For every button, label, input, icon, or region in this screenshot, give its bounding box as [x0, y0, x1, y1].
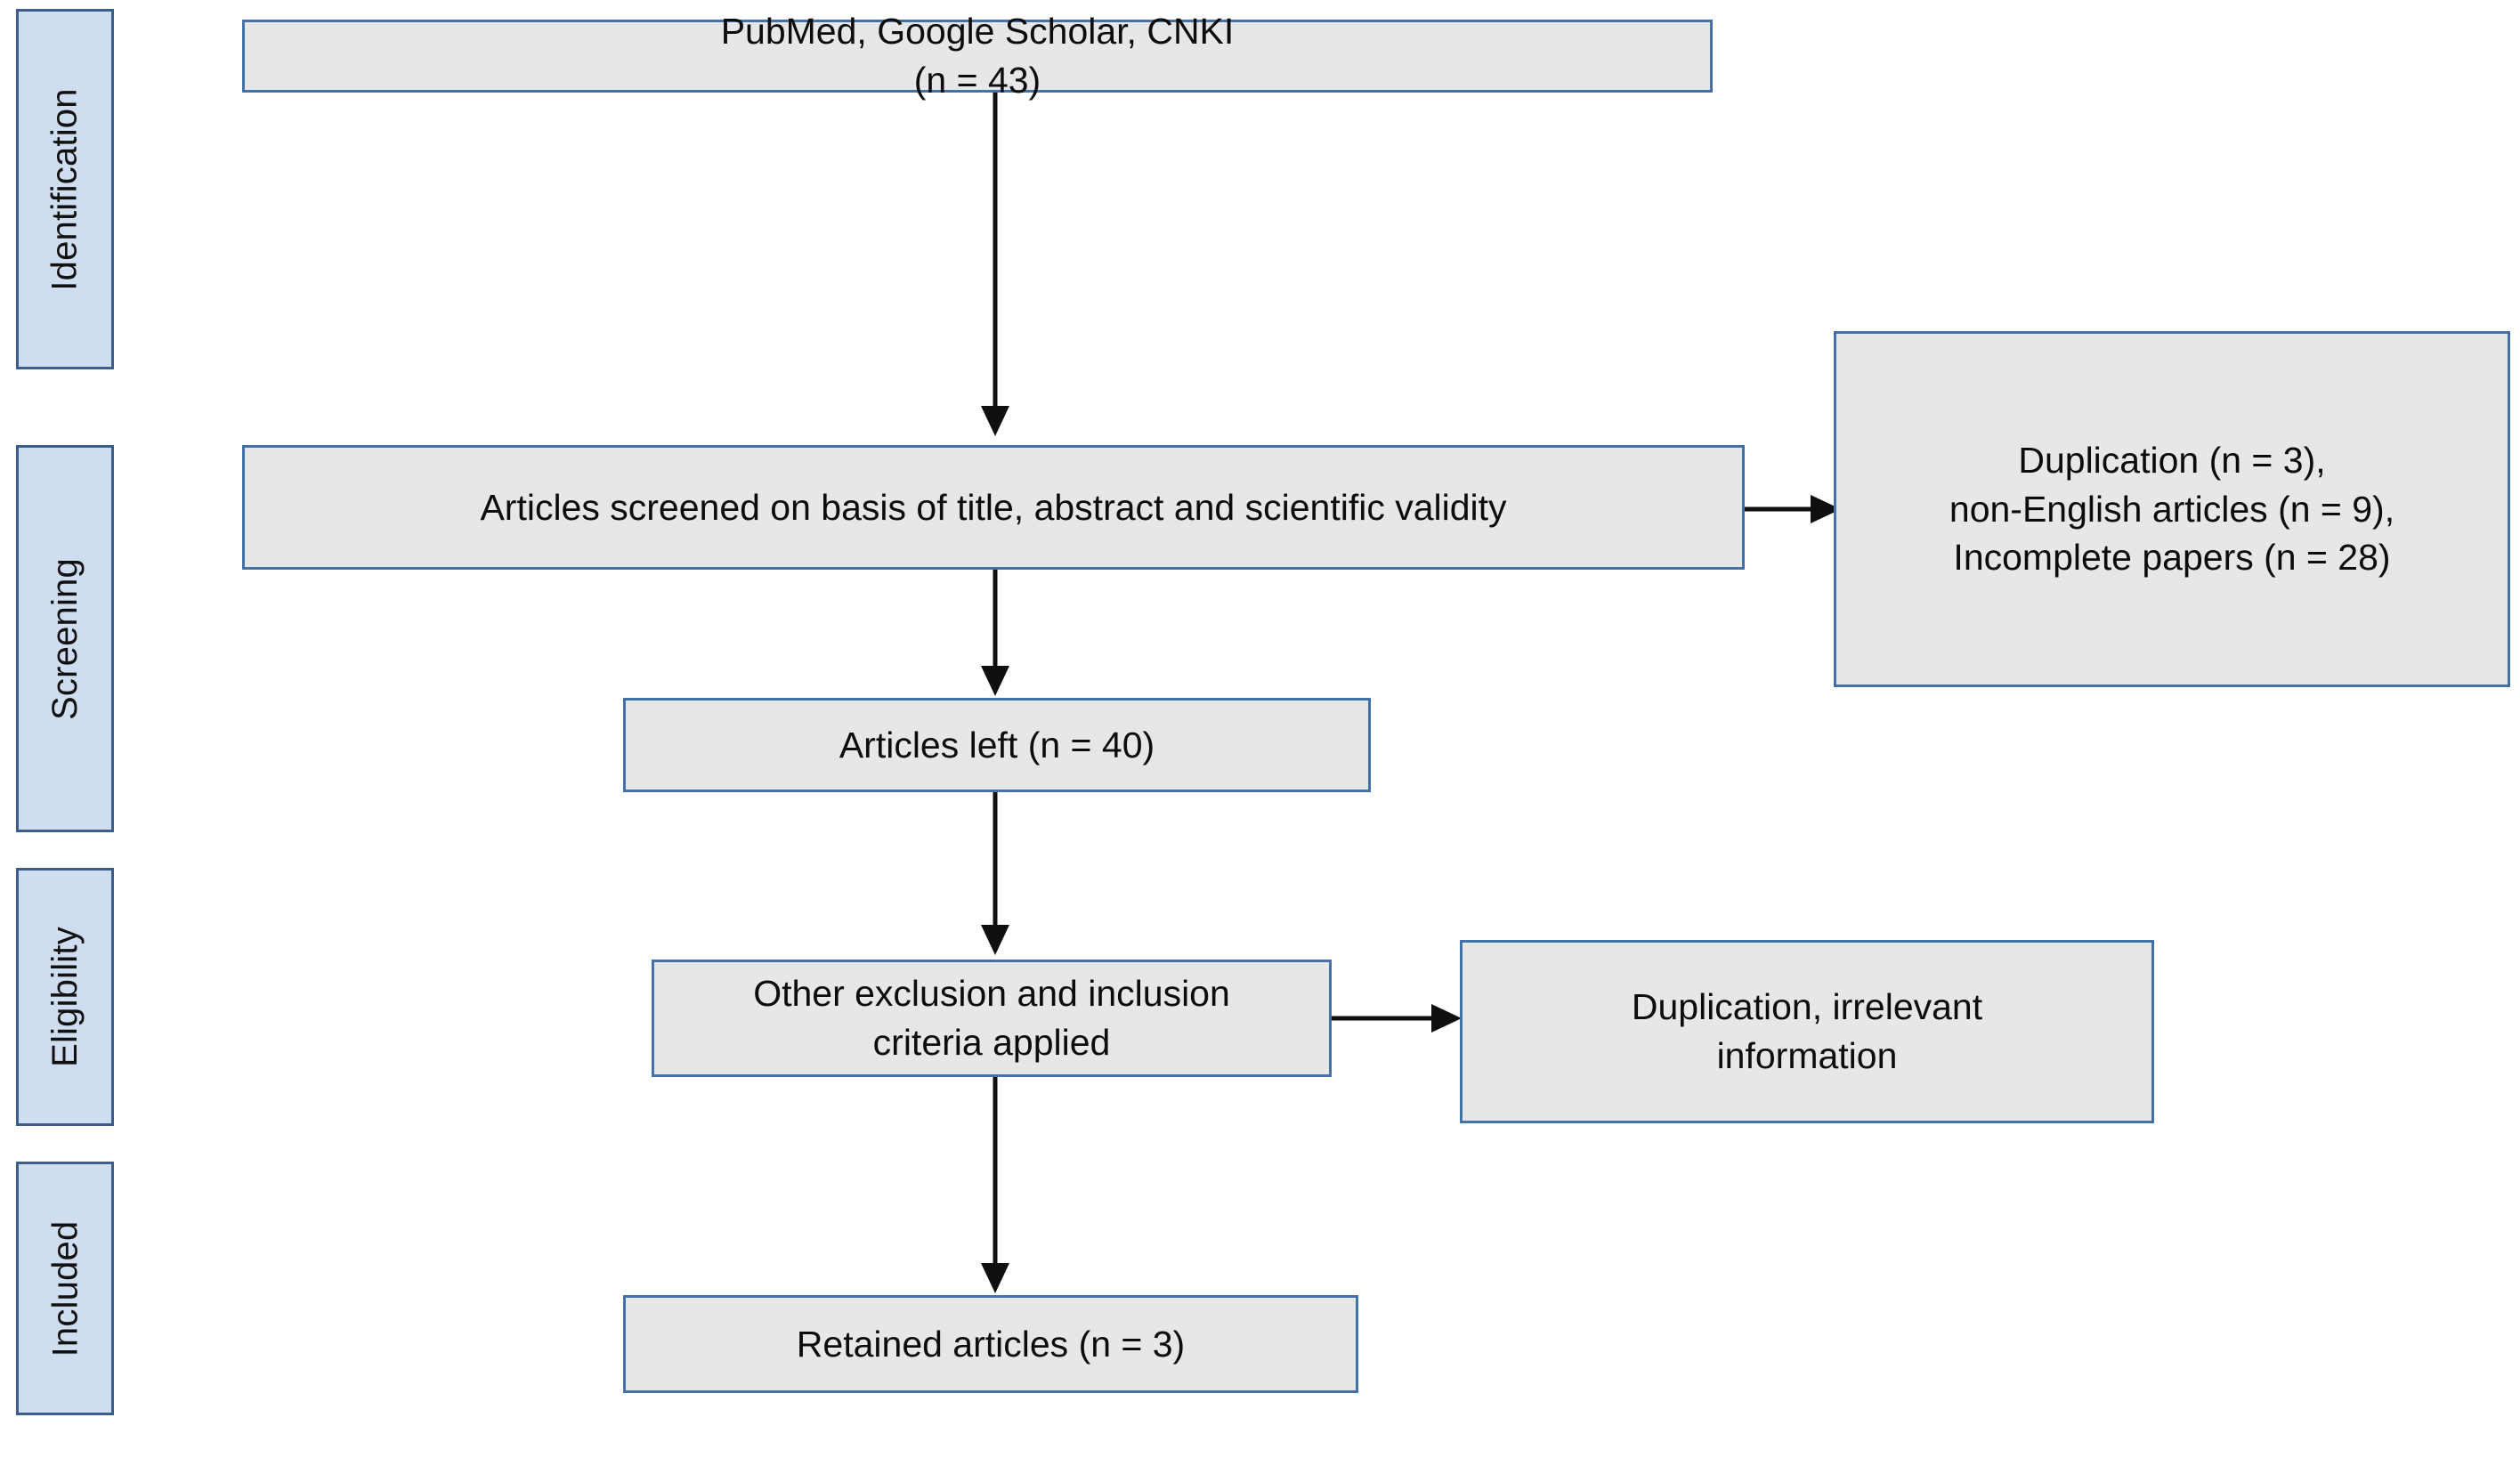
- stage-label-identification-text: Identification: [45, 87, 85, 291]
- box-articles-left: Articles left (n = 40): [623, 698, 1371, 792]
- connector-criteria-to-retained: [977, 1077, 1013, 1295]
- box-excluded-eligibility: Duplication, irrelevant information: [1460, 940, 2154, 1123]
- connector-articles-left-to-criteria: [977, 792, 1013, 957]
- stage-label-eligibility: Eligibility: [16, 868, 114, 1126]
- box-sources-text: PubMed, Google Scholar, CNKI (n = 43): [720, 11, 1235, 101]
- stage-label-identification: Identification: [16, 9, 114, 369]
- box-excluded-screening-text: Duplication (n = 3), non-English article…: [1949, 439, 2395, 579]
- connector-criteria-to-excluded-eligibility: [1332, 1000, 1463, 1036]
- box-criteria-applied-text: Other exclusion and inclusion criteria a…: [753, 973, 1230, 1063]
- stage-label-included-text: Included: [45, 1220, 85, 1357]
- connector-screened-to-excluded-screening: [1745, 491, 1843, 527]
- box-sources: PubMed, Google Scholar, CNKI (n = 43): [242, 11, 1713, 101]
- connector-screened-to-articles-left: [977, 570, 1013, 698]
- stage-label-included: Included: [16, 1162, 114, 1415]
- box-criteria-applied: Other exclusion and inclusion criteria a…: [652, 960, 1332, 1077]
- box-retained: Retained articles (n = 3): [623, 1295, 1358, 1393]
- connector-sources-to-screened: [977, 93, 1013, 438]
- box-screened: Articles screened on basis of title, abs…: [242, 445, 1745, 570]
- box-excluded-eligibility-text: Duplication, irrelevant information: [1631, 986, 1983, 1076]
- box-excluded-screening: Duplication (n = 3), non-English article…: [1834, 331, 2510, 687]
- box-articles-left-text: Articles left (n = 40): [839, 724, 1155, 765]
- stage-label-eligibility-text: Eligibility: [45, 927, 85, 1067]
- stage-label-screening-text: Screening: [45, 557, 85, 720]
- stage-label-screening: Screening: [16, 445, 114, 832]
- box-screened-text: Articles screened on basis of title, abs…: [480, 486, 1507, 528]
- box-retained-text: Retained articles (n = 3): [796, 1323, 1186, 1365]
